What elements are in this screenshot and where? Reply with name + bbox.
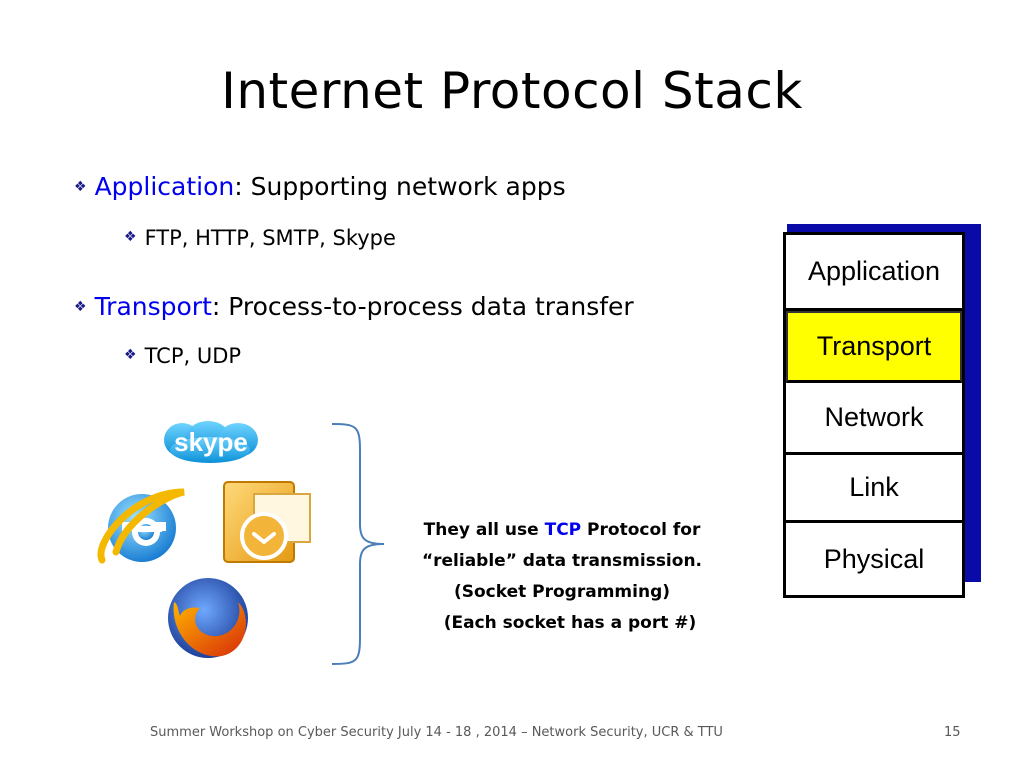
diamond-bullet-icon: ❖ — [124, 347, 137, 363]
bullet-term: Application — [94, 172, 235, 201]
note-tcp-highlight: TCP — [544, 520, 582, 540]
note-line-4: (Each socket has a port #) — [443, 613, 697, 633]
note-line-1: They all use TCP Protocol for — [392, 515, 732, 546]
layer-link: Link — [786, 455, 962, 523]
layer-network: Network — [786, 383, 962, 455]
note-text: Protocol for — [581, 520, 701, 540]
bullet-term: Transport — [94, 292, 212, 321]
svg-text:skype: skype — [174, 427, 248, 457]
layer-transport-highlighted: Transport — [786, 311, 962, 383]
firefox-icon — [160, 572, 256, 668]
internet-explorer-icon — [94, 482, 190, 576]
outlook-icon — [220, 478, 316, 574]
bullet-text: TCP, UDP — [144, 344, 242, 368]
bullet-transport: ❖ Transport: Process-to-process data tran… — [74, 292, 634, 321]
slide-footer: Summer Workshop on Cyber Security July 1… — [150, 725, 723, 740]
page-number: 15 — [944, 725, 961, 740]
layer-physical: Physical — [786, 523, 962, 595]
tcp-note: They all use TCP Protocol for “reliable”… — [392, 515, 732, 639]
protocol-stack: Application Transport Network Link Physi… — [783, 232, 965, 598]
note-text: They all use — [423, 520, 545, 540]
diamond-bullet-icon: ❖ — [74, 179, 87, 195]
bullet-text: : Supporting network apps — [234, 172, 566, 201]
sub-bullet-application-examples: ❖ FTP, HTTP, SMTP, Skype — [124, 226, 396, 250]
skype-icon: skype — [160, 418, 262, 470]
slide-title: Internet Protocol Stack — [221, 62, 803, 120]
diamond-bullet-icon: ❖ — [74, 299, 87, 315]
note-line-3: (Socket Programming) — [453, 582, 671, 602]
layer-application: Application — [786, 235, 962, 311]
bullet-application: ❖ Application: Supporting network apps — [74, 172, 566, 201]
sub-bullet-transport-examples: ❖ TCP, UDP — [124, 344, 241, 368]
note-line-2: “reliable” data transmission. — [421, 551, 703, 571]
bullet-text: : Process-to-process data transfer — [211, 292, 634, 321]
bullet-text: FTP, HTTP, SMTP, Skype — [144, 226, 396, 250]
diamond-bullet-icon: ❖ — [124, 229, 137, 245]
curly-brace-icon — [330, 420, 390, 672]
